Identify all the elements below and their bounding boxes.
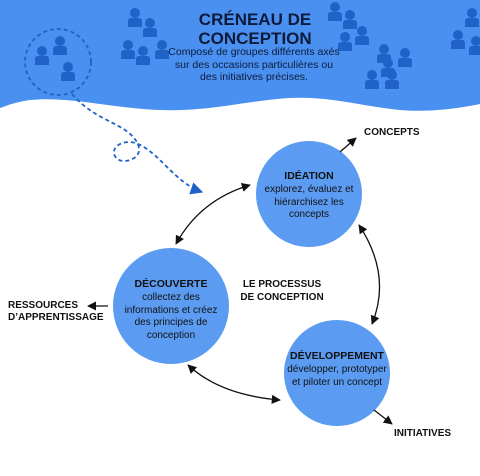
discovery-title: DÉCOUVERTE [134, 278, 208, 290]
process-label-line-1: LE PROCESSUS [242, 279, 322, 290]
arrow-to-concepts [339, 137, 357, 153]
title-line-2: CONCEPTION [198, 29, 312, 48]
dashed-focus-circle [24, 28, 92, 96]
output-concepts: CONCEPTS [364, 127, 420, 138]
subtitle: Composé de groupes différents axés sur d… [168, 46, 340, 83]
output-resources-line-1: RESSOURCES [8, 300, 79, 311]
discovery-text: DÉCOUVERTE collectez des informations et… [117, 278, 225, 342]
development-text: DÉVELOPPEMENT développer, prototyper et … [284, 350, 390, 389]
ideation-text: IDÉATION explorez, évaluez et hiérarchis… [259, 170, 359, 222]
output-initiatives: INITIATIVES [394, 428, 452, 439]
dashed-connector [71, 93, 204, 195]
arrow-to-initiatives [373, 409, 393, 425]
process-label-line-2: DE CONCEPTION [240, 291, 324, 303]
process-label: LE PROCESSUS DE CONCEPTION [226, 279, 338, 304]
discovery-node [113, 248, 229, 364]
title-line-1: CRÉNEAU DE [198, 10, 312, 29]
arrow-discovery-ideation [175, 182, 251, 245]
arrow-development-discovery [187, 364, 281, 404]
arrow-ideation-development [358, 224, 381, 325]
output-resources-line-2: D’APPRENTISSAGE [8, 312, 104, 323]
page-title: CRÉNEAU DE CONCEPTION [160, 10, 350, 48]
development-title: DÉVELOPPEMENT [290, 350, 384, 362]
development-node [284, 320, 390, 426]
ideation-description: explorez, évaluez et hiérarchisez les co… [264, 184, 354, 220]
discovery-description: collectez des informations et créez des … [124, 292, 218, 341]
ideation-title: IDÉATION [284, 170, 334, 182]
output-resources: RESSOURCES D’APPRENTISSAGE [8, 300, 104, 324]
development-description: développer, prototyper et piloter un con… [287, 364, 387, 388]
ideation-node [256, 141, 362, 247]
